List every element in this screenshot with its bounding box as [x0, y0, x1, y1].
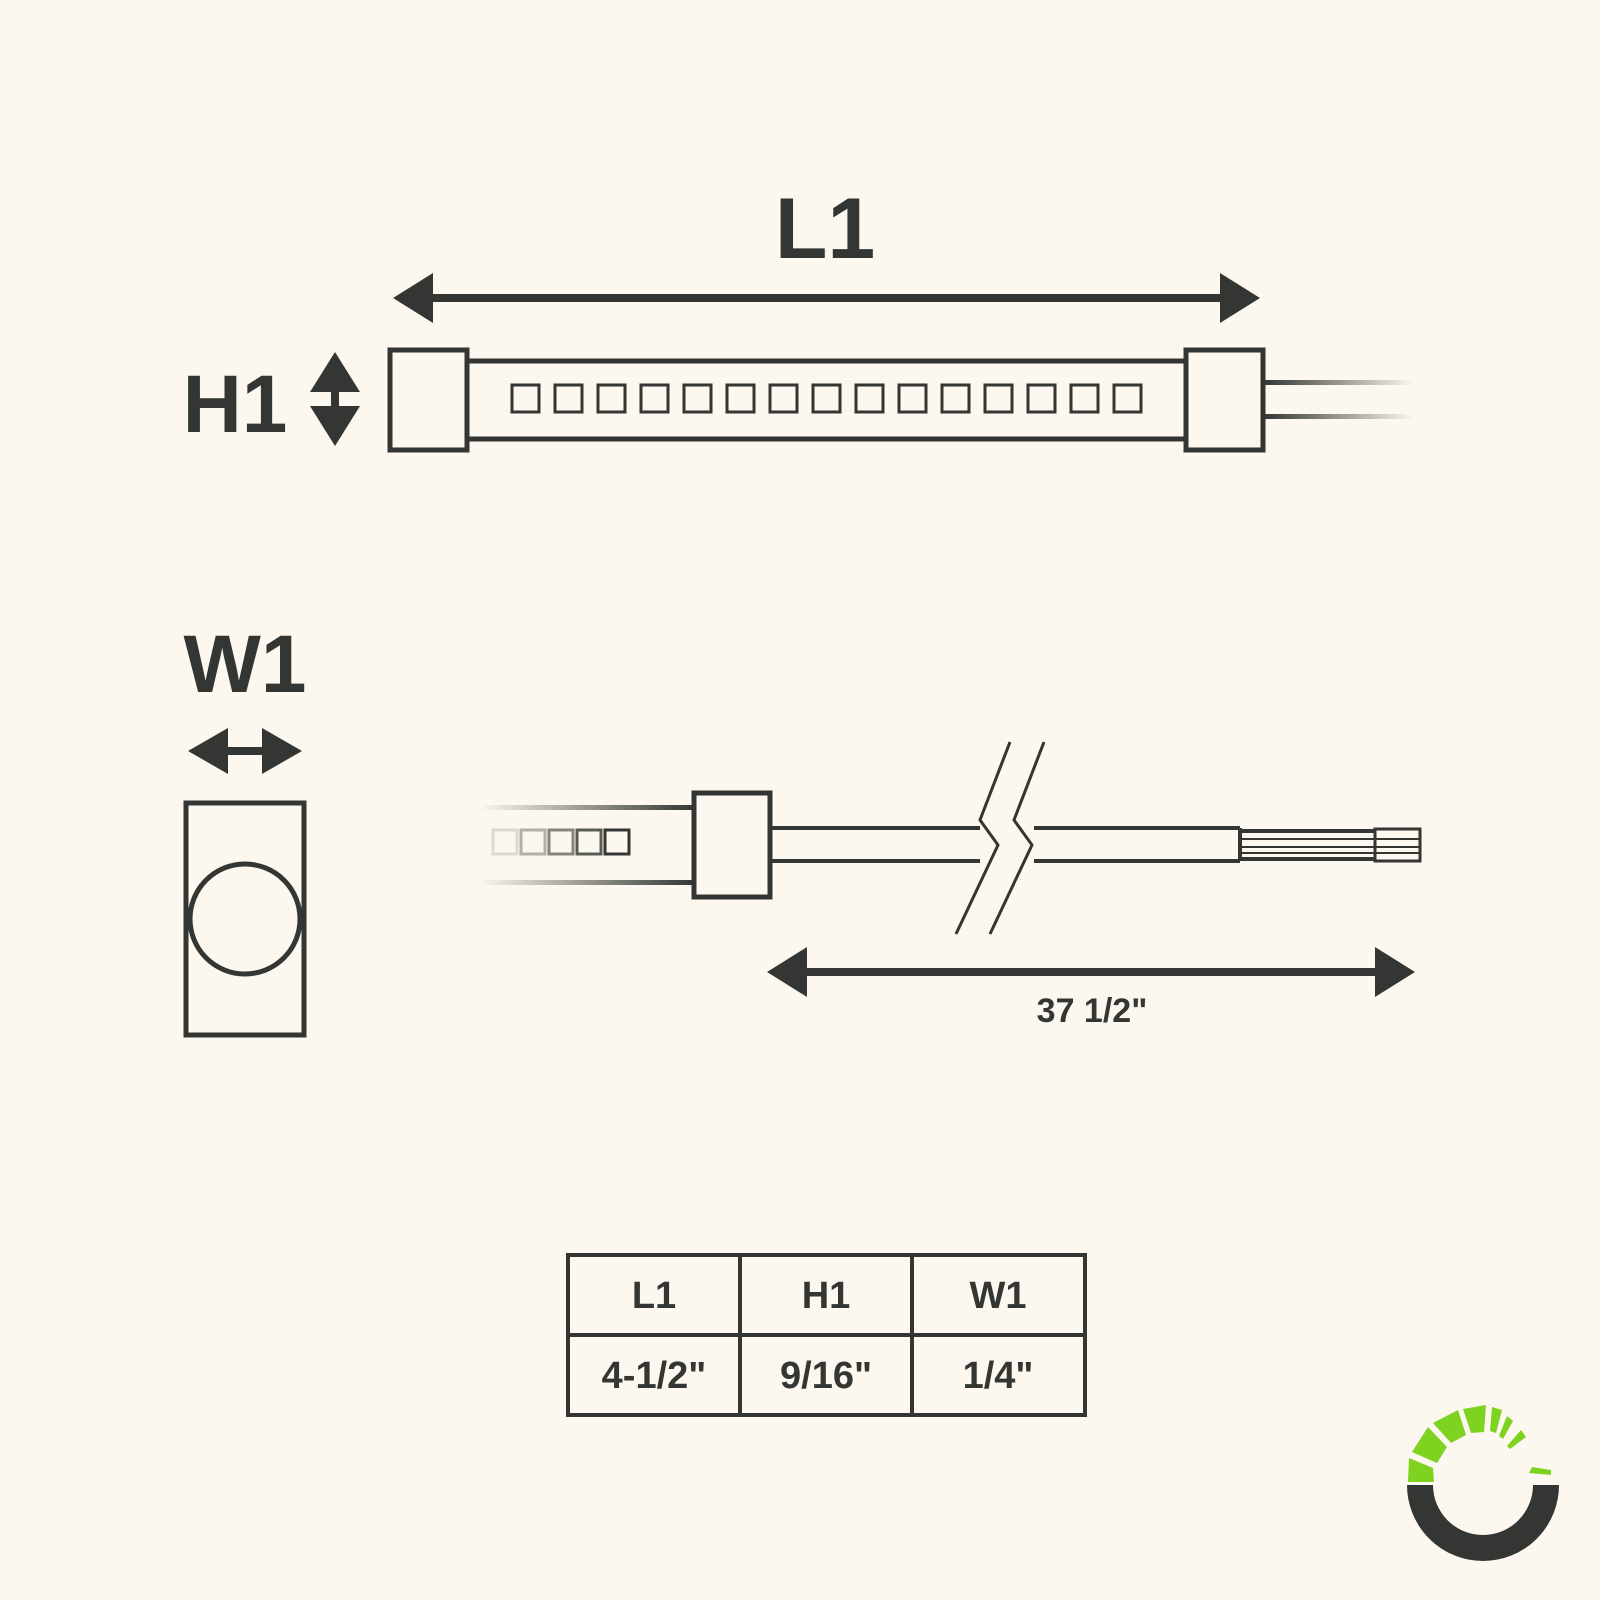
length-label: L1	[775, 181, 875, 277]
table-header-cell: L1	[632, 1275, 676, 1317]
led-chip	[603, 828, 631, 856]
height-label: H1	[183, 359, 288, 450]
led-chip	[897, 383, 928, 414]
dimensions-table: L1 H1 W1 4-1/2" 9/16" 1/4"	[566, 1253, 1087, 1417]
end-cap-cable	[691, 790, 773, 900]
strip-body	[464, 358, 1190, 442]
led-chip	[510, 383, 541, 414]
led-chip	[682, 383, 713, 414]
led-chip	[725, 383, 756, 414]
table-value-cell: 9/16"	[780, 1355, 872, 1397]
end-cap-right	[1183, 347, 1266, 453]
cable	[770, 826, 1422, 863]
led-chip	[1026, 383, 1057, 414]
led-chip	[940, 383, 971, 414]
led-row-bottom	[491, 828, 631, 856]
led-strip-end-view	[183, 800, 307, 1038]
led-chip	[596, 383, 627, 414]
led-strip-side-view	[387, 347, 1266, 453]
led-chip	[553, 383, 584, 414]
led-chip	[547, 828, 575, 856]
table-header-cell: W1	[970, 1275, 1027, 1317]
length-dimension-arrow	[393, 273, 1260, 323]
cable-top	[1263, 380, 1413, 419]
table-header-cell: H1	[802, 1275, 851, 1317]
led-chip	[1069, 383, 1100, 414]
led-chip	[854, 383, 885, 414]
cable-length-label: 37 1/2"	[1037, 992, 1148, 1030]
width-dimension-arrow	[188, 728, 302, 774]
width-label: W1	[184, 619, 307, 710]
height-dimension-arrow	[310, 352, 360, 446]
led-chip	[491, 828, 519, 856]
led-chip	[983, 383, 1014, 414]
cable-length-arrow	[767, 947, 1415, 997]
led-chip	[519, 828, 547, 856]
brand-logo-icon	[1407, 1405, 1559, 1561]
led-row-top	[510, 383, 1143, 414]
table-value-cell: 1/4"	[963, 1355, 1034, 1397]
led-strip-cable-view	[480, 741, 1422, 935]
led-chip	[639, 383, 670, 414]
table-value-cell: 4-1/2"	[602, 1355, 707, 1397]
led-chip	[575, 828, 603, 856]
led-chip	[811, 383, 842, 414]
end-cap-left	[387, 347, 470, 453]
led-chip	[1112, 383, 1143, 414]
led-chip	[768, 383, 799, 414]
cable-break-mark	[954, 741, 1046, 935]
